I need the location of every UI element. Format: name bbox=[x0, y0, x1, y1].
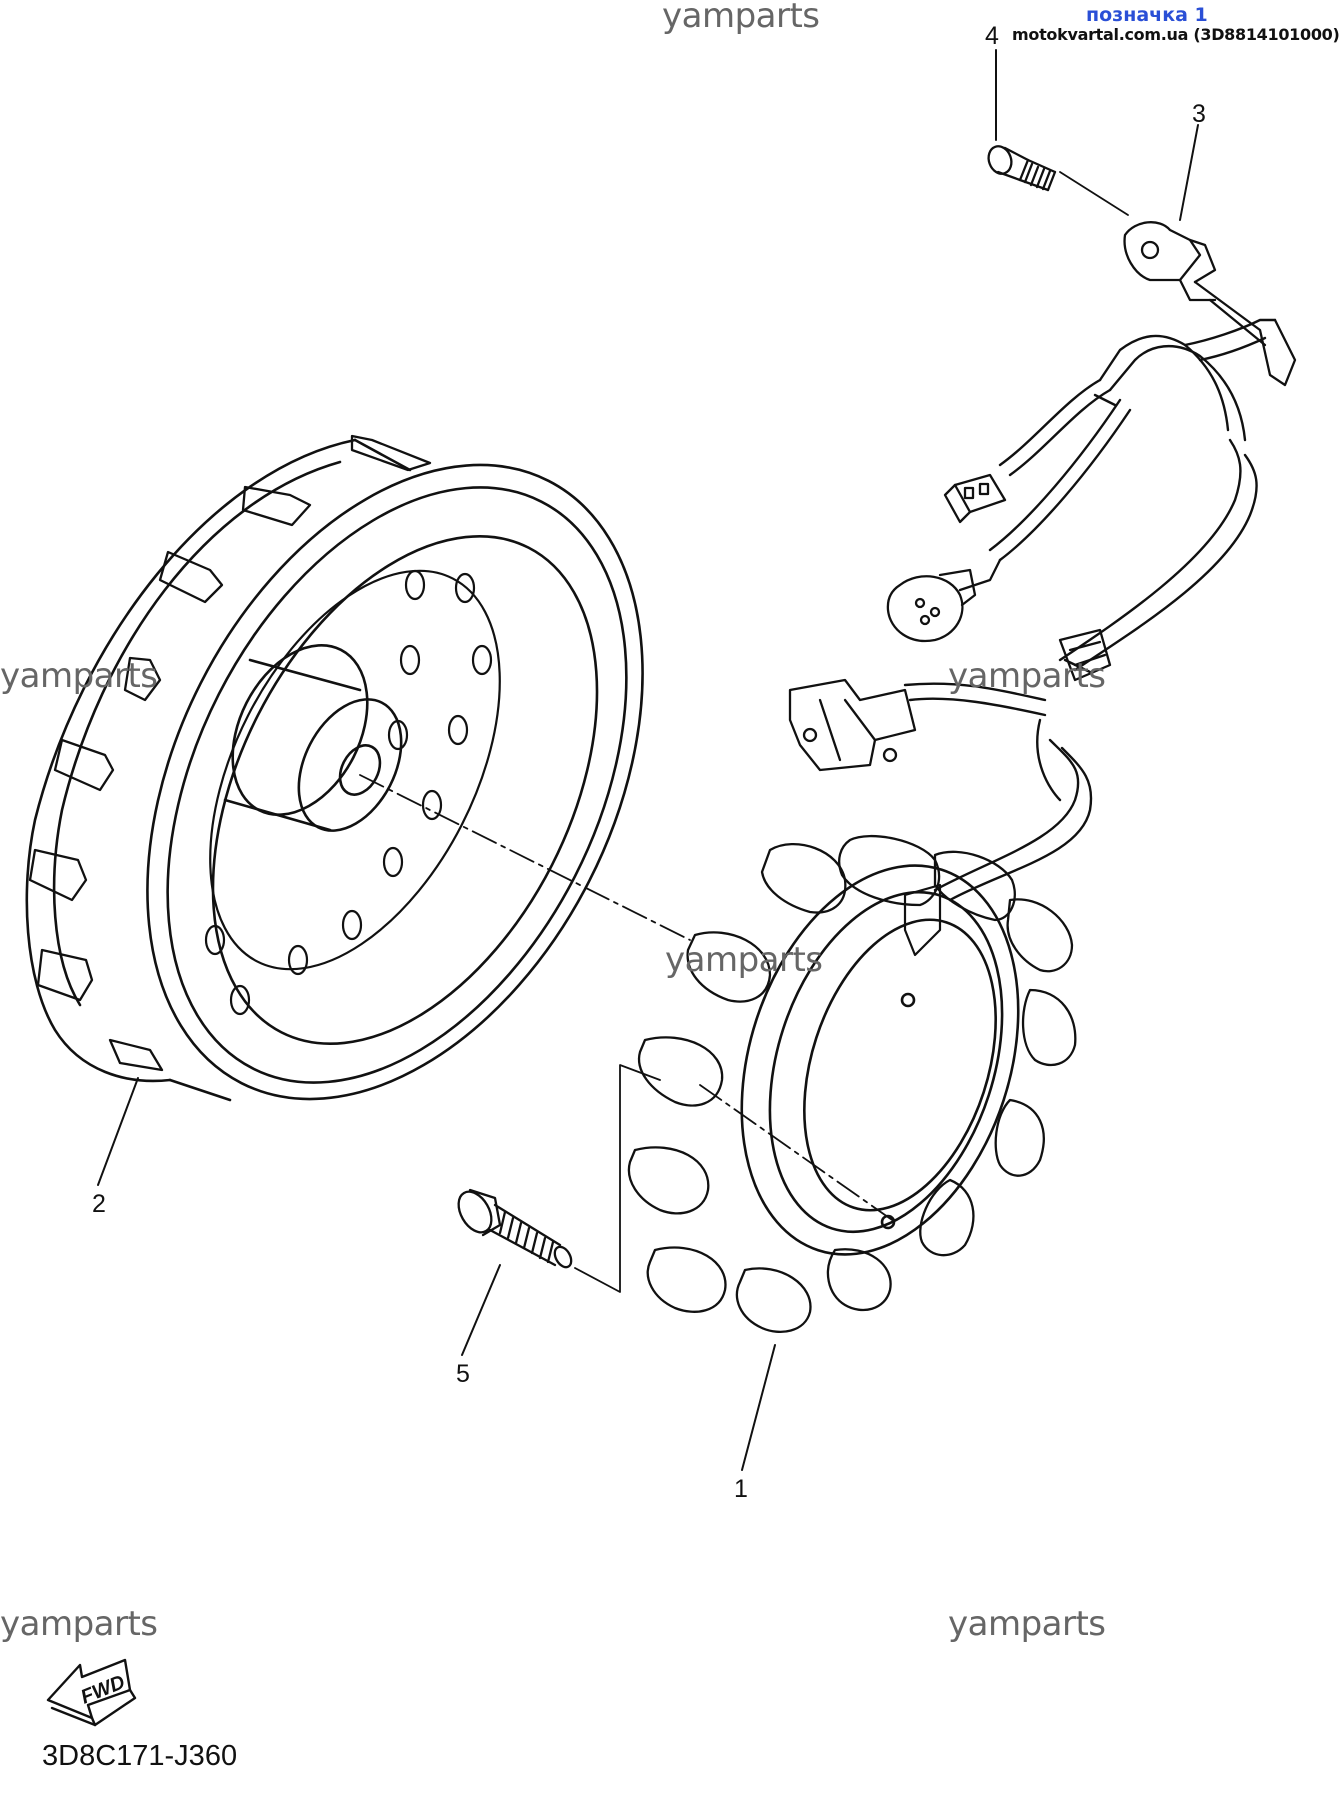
stator-bolt bbox=[457, 1188, 573, 1269]
wire-harness bbox=[903, 318, 1277, 902]
cable-clamp-bracket bbox=[1123, 221, 1297, 387]
callout-part-5: 5 bbox=[456, 1360, 470, 1388]
watermark-right: yamparts bbox=[948, 656, 1106, 696]
assembly-leader-lines bbox=[574, 171, 1129, 1293]
watermark-bottom-left: yamparts bbox=[0, 1604, 158, 1644]
assembly-center-lines bbox=[359, 774, 896, 1223]
bracket-screw bbox=[987, 145, 1057, 192]
stator-coil-assembly bbox=[627, 834, 1077, 1334]
stator-coil-poles bbox=[627, 834, 1077, 1334]
forward-arrow-icon: FWD bbox=[46, 1658, 137, 1727]
callout-part-3: 3 bbox=[1192, 100, 1206, 128]
callout-part-1: 1 bbox=[734, 1475, 748, 1503]
tag-site-reference: motokvartal.com.ua (3D8814101000) bbox=[1012, 25, 1340, 44]
callout-part-4: 4 bbox=[985, 22, 999, 50]
rotor-flywheel bbox=[25, 434, 644, 1102]
watermark-left: yamparts bbox=[0, 656, 158, 696]
watermark-center: yamparts bbox=[665, 940, 823, 980]
watermark-bottom-right: yamparts bbox=[948, 1604, 1106, 1644]
watermark-top: yamparts bbox=[662, 0, 820, 36]
callout-part-2: 2 bbox=[92, 1190, 106, 1218]
rotor-hub-holes bbox=[204, 569, 493, 1016]
callout-leader-lines bbox=[97, 49, 1199, 1471]
harness-connectors bbox=[886, 473, 1112, 682]
tag-label: позначка 1 bbox=[1086, 4, 1208, 26]
pulser-coil bbox=[788, 678, 917, 772]
diagram-code: 3D8C171-J360 bbox=[42, 1740, 238, 1772]
rotor-magnet-blocks bbox=[28, 434, 432, 1072]
